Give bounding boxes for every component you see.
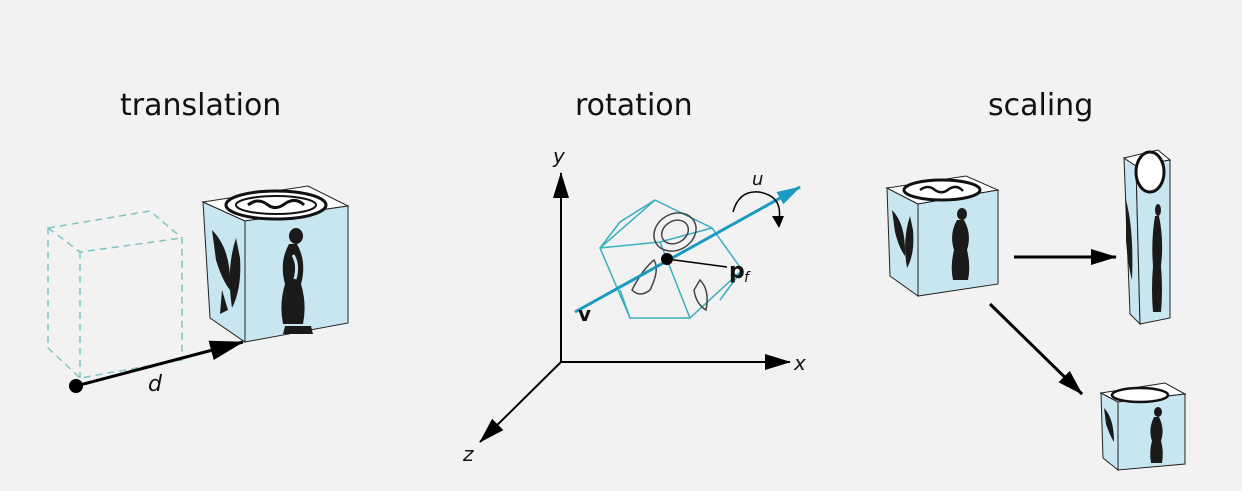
translation-panel: d [47,185,350,397]
scaling-title: scaling [988,88,1094,123]
axis-vector-label: v [578,302,591,326]
y-axis-label: y [552,144,566,168]
statue-icon [281,228,313,334]
start-point [69,379,83,393]
z-axis [479,361,562,443]
fixed-point-leader [666,258,728,268]
scaling-panel [885,149,1187,472]
rotation-direction-arc [732,191,781,221]
original-cube [885,175,1000,297]
winged-figure-icon [212,230,241,314]
small-scaled-cube [1099,382,1187,472]
x-axis-label: x [793,351,806,375]
rotation-panel: y x z v p f u [462,144,806,466]
translation-title: translation [120,88,282,123]
displacement-arrow [75,340,244,388]
scale-uniform-arrow [988,302,1084,396]
tall-scaled-cube [1122,149,1172,326]
z-axis-label: z [462,442,474,466]
rotation-axis [574,185,801,314]
rotated-statue-icon [631,212,708,312]
fixed-point-label: p [729,259,745,284]
original-cube-outline [47,210,183,379]
rotation-angle-label: u [752,169,763,190]
translated-cube [201,185,350,343]
displacement-label: d [148,372,163,397]
fixed-point-subscript: f [744,270,751,286]
rotation-title: rotation [575,88,693,123]
